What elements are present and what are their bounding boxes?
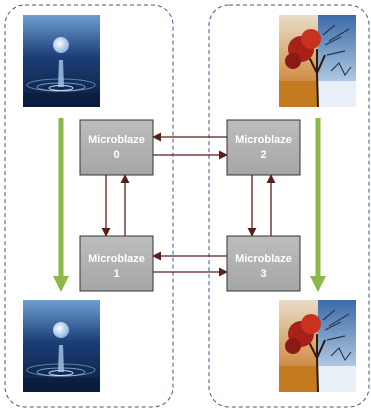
water-droplet-image-bottom xyxy=(23,300,100,392)
node-microblaze-0: Microblaze 0 xyxy=(79,119,154,176)
node-microblaze-1: Microblaze 1 xyxy=(79,235,154,292)
node-label-line2: 3 xyxy=(260,268,266,280)
node-label-line1: Microblaze xyxy=(235,134,292,146)
seasons-tree-image-top xyxy=(279,15,356,108)
connectors xyxy=(101,132,276,277)
node-label-line2: 2 xyxy=(260,149,266,161)
node-microblaze-3: Microblaze 3 xyxy=(226,235,301,292)
node-label-line2: 0 xyxy=(113,149,119,161)
left-processor-group xyxy=(4,4,174,408)
node-label-line1: Microblaze xyxy=(88,253,145,265)
node-label-line2: 1 xyxy=(113,268,119,280)
seasons-tree-image-bottom xyxy=(279,300,356,393)
flow-arrow-right xyxy=(310,118,326,292)
right-processor-group xyxy=(208,4,370,408)
flow-arrow-left xyxy=(53,118,69,292)
node-microblaze-2: Microblaze 2 xyxy=(226,119,301,176)
node-label-line1: Microblaze xyxy=(88,134,145,146)
water-droplet-image-top xyxy=(23,15,100,107)
node-label-line1: Microblaze xyxy=(235,253,292,265)
